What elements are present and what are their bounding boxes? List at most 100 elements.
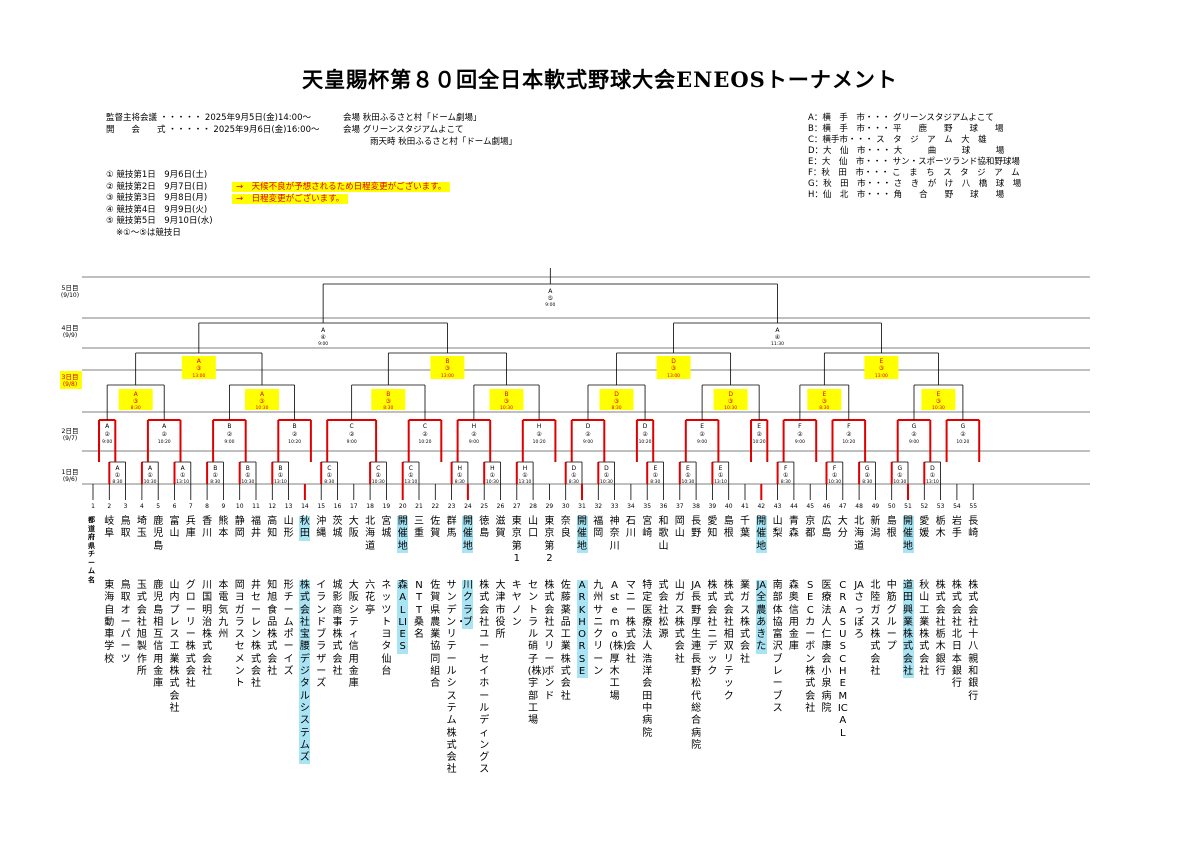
team-prefecture: 開催地 [576, 516, 588, 553]
team-number: 16 [334, 503, 342, 510]
day2-time: 9:00 [224, 439, 234, 445]
r16-day: ③ [822, 398, 827, 405]
team-number: 6 [173, 503, 177, 510]
venue-e: E：大 仙 市・・・ サン・スポーツランド協和野球場 [808, 157, 1020, 167]
qf-time: 13:00 [667, 373, 680, 379]
day1-venue: A [181, 465, 186, 472]
day1-day: ① [685, 472, 690, 479]
team-number: 33 [611, 503, 619, 510]
team-number: 34 [627, 503, 635, 510]
day2-time: 10:20 [533, 439, 546, 445]
r16-day: ③ [504, 398, 509, 405]
r16-time: 10:30 [724, 405, 737, 411]
day2-time: 9:00 [347, 439, 357, 445]
venue-d: D：大 仙 市・・・ 大 曲 球 場 [808, 146, 1005, 156]
day-5: ⑤ 競技第5日 9月10日(水) [106, 216, 213, 226]
team-number: 14 [301, 503, 309, 510]
notice-weather-text: → 天候不良が予想されるため日程変更がございます。 [232, 182, 451, 192]
day1-day: ① [115, 472, 120, 479]
day2-venue: B [293, 423, 297, 430]
day2-time: 10:20 [639, 439, 652, 445]
sf-time: 11:30 [771, 341, 784, 347]
day1-day: ① [278, 472, 283, 479]
team-number: 7 [189, 503, 193, 510]
team-name: 東海自動車学校 [104, 580, 115, 665]
team-number: 53 [937, 503, 945, 510]
team-prefecture: 静岡 [234, 516, 245, 540]
team-number: 3 [124, 503, 128, 510]
team-prefecture: 福井 [251, 516, 261, 540]
day2-time: 9:00 [795, 439, 805, 445]
day1-time: 10:30 [893, 479, 906, 485]
team-prefecture: 和歌山 [658, 516, 669, 552]
day1-venue: E [686, 465, 690, 472]
team-prefecture: 佐賀 [430, 516, 441, 540]
team-number: 17 [350, 503, 358, 510]
team-prefecture: 徳島 [479, 516, 490, 540]
round-date: (9/8) [63, 381, 77, 388]
day1-time: 8:30 [455, 479, 465, 485]
final-day: ⑤ [548, 295, 553, 302]
day2-day: ② [227, 431, 233, 438]
day1-time: 8:30 [324, 479, 334, 485]
team-prefecture: 埼玉 [136, 516, 147, 540]
day1-day: ① [376, 472, 381, 479]
team-number: 28 [529, 503, 537, 510]
team-number: 29 [546, 503, 554, 510]
team-name: 株式会社宝腰デジタルシステムズ [299, 580, 311, 765]
team-name: 九州サニクリーン [593, 580, 604, 678]
team-prefecture: 高知 [267, 516, 278, 540]
r16-time: 10:30 [932, 405, 945, 411]
day2-venue: D [643, 423, 648, 430]
team-name: Astemo(株)厚木工場 [609, 580, 627, 702]
team-number: 47 [839, 503, 847, 510]
day1-venue: B [213, 465, 217, 472]
team-name: 川クラブ [462, 580, 474, 630]
day1-day: ① [408, 472, 413, 479]
day1-day: ① [604, 472, 609, 479]
day1-day: ① [213, 472, 218, 479]
team-prefecture: 香川 [202, 516, 213, 540]
team-prefecture: 山形 [283, 516, 294, 540]
day2-time: 9:00 [583, 439, 593, 445]
team-name: 道田興業株式会社 [902, 580, 914, 679]
qf-venue: D [671, 358, 676, 365]
team-number: 35 [643, 503, 651, 510]
qf-venue: A [197, 358, 202, 365]
day2-day: ② [536, 431, 542, 438]
team-number: 36 [660, 503, 668, 510]
venue-a: A：横 手 市・・・ グリーンスタジアムよこて [808, 113, 994, 123]
notice-weather: → 天候不良が予想されるため日程変更がございます。 [232, 182, 451, 192]
team-prefecture: 開催地 [462, 516, 474, 553]
team-number: 48 [855, 503, 863, 510]
team-prefecture: 長野 [691, 516, 702, 540]
team-prefecture: 岩手 [951, 516, 962, 540]
team-number: 39 [709, 503, 717, 510]
day1-day: ① [653, 472, 658, 479]
day1-venue: H [457, 465, 462, 472]
team-name: JA長野厚生連長野松代総合病院 [691, 580, 702, 751]
team-prefecture: 三重 [414, 516, 424, 540]
day2-time: 10:20 [158, 439, 171, 445]
team-name: 玉式会社旭製作所 [136, 580, 147, 678]
r16-time: 8:30 [819, 405, 829, 411]
r16-day: ③ [386, 398, 391, 405]
team-prefecture: 岡山 [674, 516, 685, 540]
days-note: ※①～⑤は競技日 [116, 227, 181, 238]
team-prefecture: 岐阜 [104, 516, 115, 540]
round-date: (9/7) [63, 435, 77, 442]
team-number: 5 [156, 503, 160, 510]
qf-day: ③ [196, 365, 201, 372]
r16-highlight [599, 389, 634, 410]
day1-venue: H [523, 465, 528, 472]
team-prefecture: 神奈川 [609, 516, 620, 552]
day1-time: 13:10 [176, 479, 189, 485]
team-prefecture: 群馬 [446, 516, 457, 540]
day2-venue: F [847, 423, 851, 430]
day1-time: 10:30 [681, 479, 694, 485]
team-prefecture: 大阪 [348, 516, 359, 540]
day2-time: 9:00 [697, 439, 707, 445]
team-prefecture: 宮城 [381, 516, 392, 540]
team-number: 55 [969, 503, 977, 510]
day1-day: ① [571, 472, 576, 479]
